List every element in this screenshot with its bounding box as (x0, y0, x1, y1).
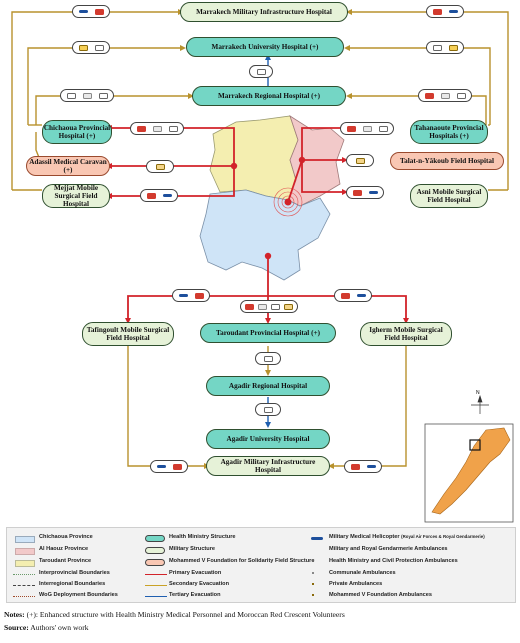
legend-item: WoG Deployment Boundaries (39, 592, 118, 598)
compass-north-label: N (476, 390, 480, 396)
source-label: Source: (4, 623, 29, 632)
legend-swatch-military (145, 547, 165, 554)
epicenter-ring-inner (281, 195, 295, 209)
legend-item: Communale Ambulances (329, 570, 396, 576)
legend-item: Interregional Boundaries (39, 581, 106, 587)
foundation-ambulance-icon (312, 594, 314, 596)
legend-item: Mohammed V Foundation for Solidarity Fie… (169, 558, 315, 564)
legend: Chichaoua Province Al Haouz Province Tar… (6, 527, 516, 603)
legend-item: Military Medical Helicopter (Royal Air F… (329, 534, 485, 540)
legend-swatch-health (145, 535, 165, 542)
ambulance-icon-group (346, 186, 384, 199)
ambulance-icon-group (240, 300, 298, 313)
legend-helicopter-note: (Royal Air Forces & Royal Gendarmerie) (401, 534, 485, 539)
agadir-university-hospital[interactable]: Agadir University Hospital (206, 429, 330, 449)
epicenter-ring-outer (273, 187, 303, 217)
igherm-hospital[interactable]: Igherm Mobile Surgical Field Hospital (360, 322, 452, 346)
legend-item: Health Ministry and Civil Protection Amb… (329, 558, 458, 564)
ambulance-icon-group (334, 289, 372, 302)
ambulance-icon-group (150, 460, 188, 473)
legend-item: Military Structure (169, 546, 216, 552)
legend-item: Secondary Evacuation (169, 581, 229, 587)
compass-icon (471, 394, 489, 414)
ambulance-icon-group (172, 289, 210, 302)
agadir-military-hospital[interactable]: Agadir Military Infrastructure Hospital (206, 456, 330, 476)
legend-item: Mohammed V Foundation Ambulances (329, 592, 432, 598)
legend-line (145, 596, 167, 597)
marrakech-regional-hospital[interactable]: Marrakech Regional Hospital (+) (192, 86, 346, 106)
ambulance-icon-group (249, 65, 273, 78)
legend-line (145, 585, 167, 586)
ambulance-icon-group (130, 122, 184, 135)
notes-label: Notes: (4, 610, 25, 619)
helicopter-icon (311, 537, 323, 540)
legend-item: Private Ambulances (329, 581, 383, 587)
tahanaoute-hospitals[interactable]: Tahanaoute Provincial Hospitals (+) (410, 120, 488, 144)
legend-swatch-foundation (145, 559, 165, 566)
talat-field-hospital[interactable]: Talat-n-Yâkoub Field Hospital (390, 152, 504, 170)
communal-ambulance-icon (312, 572, 314, 574)
legend-swatch-taroudant (15, 560, 35, 567)
source-line: Source: Authors' own work (4, 623, 89, 632)
legend-line (145, 574, 167, 575)
legend-item: Military and Royal Gendarmerie Ambulance… (329, 546, 448, 552)
ambulance-icon-group (72, 5, 110, 18)
ambulance-icon-group (60, 89, 114, 102)
legend-item: Interprovincial Boundaries (39, 570, 110, 576)
legend-swatch-alhaouz (15, 548, 35, 555)
legend-item: Tertiary Evacuation (169, 592, 221, 598)
notes-line: Notes: (+): Enhanced structure with Heal… (4, 610, 345, 619)
inset-morocco (431, 427, 511, 515)
ambulance-icon-group (72, 41, 110, 54)
ambulance-icon-group (255, 403, 281, 416)
private-ambulance-icon (312, 583, 314, 585)
legend-swatch-chichaoua (15, 536, 35, 543)
asni-hospital[interactable]: Asni Mobile Surgical Field Hospital (410, 184, 488, 208)
tafingoult-hospital[interactable]: Tafingoult Mobile Surgical Field Hospita… (82, 322, 174, 346)
taroudant-hospital[interactable]: Taroudant Provincial Hospital (+) (200, 323, 336, 343)
ambulance-icon-group (255, 352, 281, 365)
ambulance-icon-group (426, 5, 464, 18)
marrakech-university-hospital[interactable]: Marrakech University Hospital (+) (186, 37, 344, 57)
ambulance-icon-group (418, 89, 472, 102)
ambulance-icon-group (340, 122, 394, 135)
mejjat-hospital[interactable]: Mejjat Mobile Surgical Field Hospital (42, 184, 110, 208)
epicenter-ring-mid (277, 191, 299, 213)
source-text: Authors' own work (28, 623, 89, 632)
health-ambulance-icon (312, 560, 314, 562)
ambulance-icon-group (344, 460, 382, 473)
legend-item: Chichaoua Province (39, 534, 93, 540)
agadir-regional-hospital[interactable]: Agadir Regional Hospital (206, 376, 330, 396)
legend-line (13, 574, 35, 575)
legend-item: Taroudant Province (39, 558, 92, 564)
ambulance-icon-group (146, 160, 174, 173)
marrakech-military-hospital[interactable]: Marrakech Military Infrastructure Hospit… (180, 2, 348, 22)
ambulance-icon-group (426, 41, 464, 54)
legend-item: Health Ministry Structure (169, 534, 236, 540)
taroudant-province (199, 189, 331, 281)
legend-item: Al Haouz Province (39, 546, 89, 552)
notes-text: (+): Enhanced structure with Health Mini… (24, 610, 345, 619)
chichaoua-hospital[interactable]: Chichaoua Provincial Hospital (+) (42, 120, 112, 144)
ambulance-icon-group (140, 189, 178, 202)
inset-focus-box (469, 439, 481, 451)
legend-line (13, 596, 35, 597)
ambulance-icon-group (346, 154, 374, 167)
legend-line (13, 585, 35, 586)
adassil-caravan[interactable]: Adassil Medical Caravan (+) (26, 156, 110, 176)
legend-item: Primary Evacuation (169, 570, 222, 576)
